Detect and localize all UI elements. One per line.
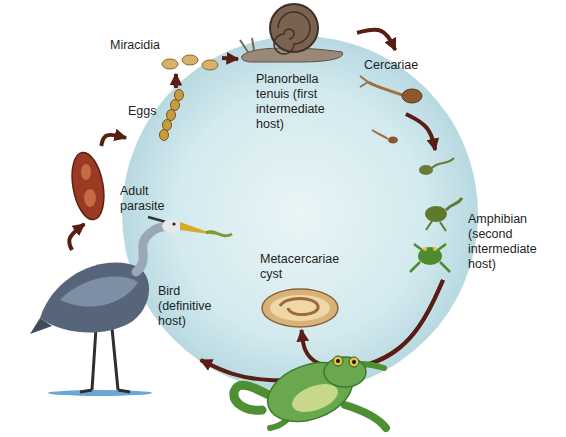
- tadpole-leg: [426, 221, 446, 231]
- egg: [160, 130, 169, 141]
- miracidium: [182, 55, 198, 65]
- cycle-arrow: [101, 135, 126, 146]
- froglet-eye: [433, 247, 437, 251]
- froglet: [418, 247, 442, 265]
- froglet-eye: [423, 247, 427, 251]
- tadpole-tail: [446, 198, 462, 210]
- egg: [171, 100, 180, 111]
- cycle-arrow: [357, 30, 395, 50]
- cycle-background: [122, 36, 478, 392]
- water: [48, 390, 152, 396]
- cercaria-tail: [372, 130, 388, 139]
- stage-label-box: Miracidia: [108, 36, 222, 74]
- egg: [167, 110, 176, 121]
- shell-spiral: [274, 12, 310, 54]
- frog-head: [324, 357, 366, 387]
- stage-label-box: Bird (definitive host): [38, 250, 227, 360]
- heron-head: [162, 219, 182, 233]
- stage-label: Eggs: [128, 104, 157, 119]
- froglet-leg: [410, 244, 450, 272]
- miracidium: [202, 60, 218, 70]
- prey-in-beak: [206, 232, 232, 236]
- cycle-arrow: [222, 56, 238, 61]
- egg: [175, 90, 184, 101]
- heron-crest: [148, 217, 166, 222]
- stage-label-box: Cercariae: [358, 50, 434, 114]
- cycle-arrow: [406, 114, 435, 150]
- stage-label: Amphibian (second intermediate host): [468, 212, 552, 272]
- stage-label-box: Planorbella tenuis (first intermediate h…: [238, 4, 357, 135]
- frog-eye: [333, 356, 343, 366]
- frog-pupil: [352, 360, 356, 364]
- cercaria-body: [388, 137, 398, 144]
- cercaria-body: [402, 89, 422, 103]
- stage-label-box: Adult parasite: [64, 146, 177, 224]
- heron-eye: [172, 222, 175, 225]
- stage-label: Planorbella tenuis (first intermediate h…: [256, 72, 354, 132]
- fluke-organ: [81, 164, 91, 180]
- tadpole: [419, 165, 433, 175]
- frog-leg: [345, 405, 386, 428]
- miracidium: [162, 59, 178, 69]
- cycle-arrow: [69, 224, 84, 250]
- cyst-wall: [262, 289, 338, 327]
- fluke-organ: [84, 189, 96, 207]
- stage-label-box: Amphibian (second intermediate host): [404, 150, 560, 280]
- stage-label-box: Metacercariae cyst: [254, 250, 355, 330]
- stage-label-box: Eggs: [126, 88, 184, 144]
- stage-label: Miracidia: [110, 38, 160, 53]
- heron-neck: [136, 227, 168, 272]
- stage-label: Cercariae: [364, 58, 418, 73]
- egg: [163, 120, 172, 131]
- stage-label: Adult parasite: [120, 184, 174, 214]
- frog-eye: [349, 357, 359, 367]
- cercaria-tail: [368, 82, 402, 95]
- stage-label: Bird (definitive host): [158, 284, 224, 329]
- frog-pupil: [336, 359, 340, 363]
- stage-label: Metacercariae cyst: [260, 252, 352, 282]
- cyst-inner: [270, 295, 330, 321]
- cercaria-tail-fork: [360, 76, 368, 87]
- heron-wing: [60, 276, 138, 306]
- tadpole-tail: [432, 158, 454, 168]
- tadpole: [425, 206, 447, 222]
- connector-group: [69, 30, 443, 380]
- snail-tentacle: [240, 38, 254, 52]
- cyst-worm: [280, 299, 318, 315]
- adult-fluke: [67, 150, 108, 222]
- heron-leg: [80, 328, 130, 392]
- cycle-arrow: [174, 74, 178, 88]
